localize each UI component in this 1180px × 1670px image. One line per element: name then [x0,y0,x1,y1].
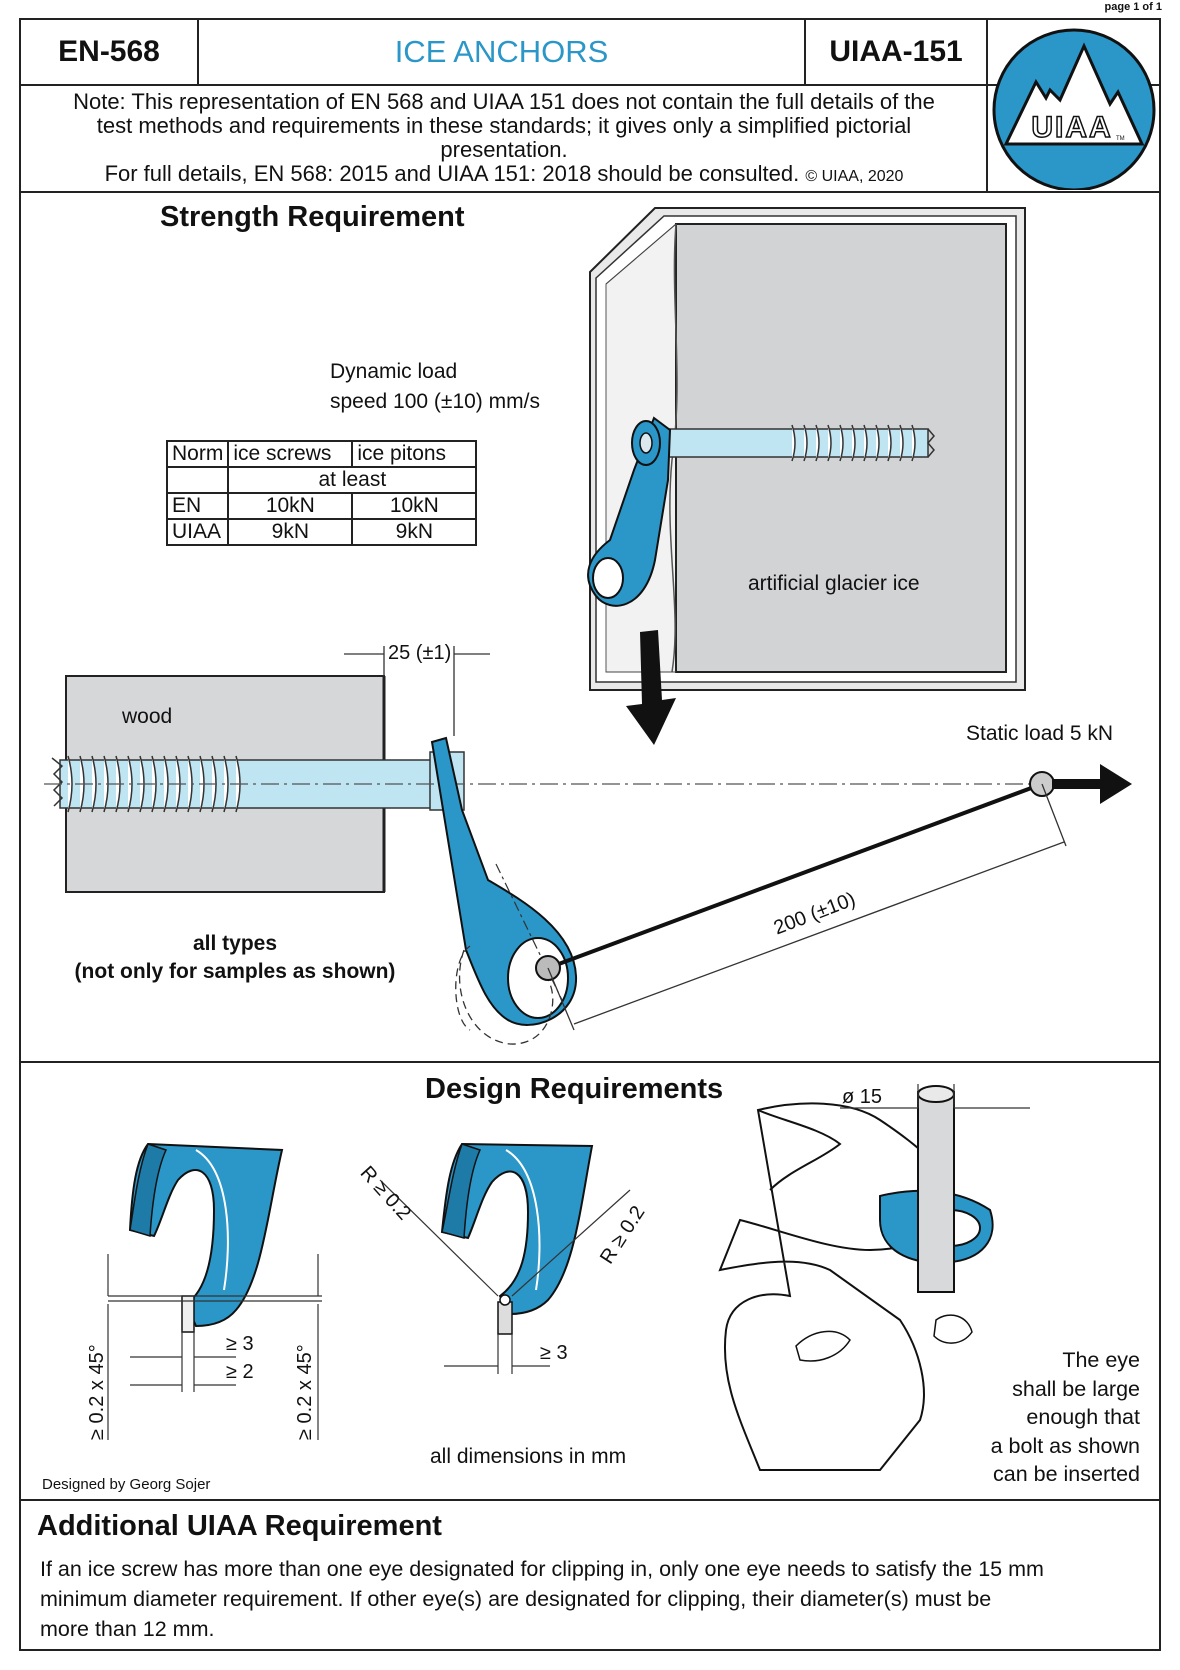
divider-v1 [197,18,199,85]
table-cell: 9kN [351,518,478,546]
note-block: Note: This representation of EN 568 and … [24,90,984,189]
header-left: EN-568 [58,35,160,68]
strength-heading: Strength Requirement [160,201,465,233]
dynamic-load-label: Dynamic load [330,360,458,383]
all-types-label: all types [192,932,278,955]
page-frame [19,18,1161,1651]
copyright: © UIAA, 2020 [805,168,904,185]
note-line-2: test methods and requirements in these s… [96,113,912,138]
eye-line: shall be large [1012,1376,1140,1401]
table-cell: 9kN [227,518,354,546]
uiaa-logo: UIAA TM [992,28,1156,190]
note-line-3: presentation. [440,137,568,162]
note-line-1: Note: This representation of EN 568 and … [73,89,935,114]
logo-text: UIAA [1031,111,1112,144]
table-header-pitons: ice pitons [351,440,478,468]
angle-right-label: ≥ 0.2 x 45° [294,1344,316,1440]
static-load-label: Static load 5 kN [966,722,1114,745]
table-cell: 10kN [351,492,478,520]
dim-15-label: ø 15 [842,1086,883,1108]
all-types-note: (not only for samples as shown) [74,960,396,983]
pick-tip-left [107,1142,322,1440]
additional-heading: Additional UIAA Requirement [37,1510,442,1542]
table-header-screws: ice screws [227,440,354,468]
dynamic-load-arrow [626,630,676,745]
ice-screw-wood [51,751,465,813]
ge3-label-middle: ≥ 3 [540,1342,568,1364]
all-dimensions-label: all dimensions in mm [430,1445,627,1468]
additional-line: If an ice screw has more than one eye de… [40,1557,1044,1581]
header-title: ICE ANCHORS [394,34,609,69]
ge3-label-left: ≥ 3 [226,1333,254,1355]
pick-tip-middle [379,1142,631,1374]
logo-tm: TM [1116,136,1125,142]
eye-line: The eye [1062,1348,1140,1372]
static-load-arrow [1052,764,1132,804]
strength-diagram [44,207,1132,1045]
header-right: UIAA-151 [829,35,963,68]
eye-requirement-text: The eye shall be large enough that a bol… [900,1346,1140,1489]
divider-v3 [986,18,988,192]
angle-left-label: ≥ 0.2 x 45° [86,1344,108,1440]
eye-line: enough that [1026,1405,1140,1429]
hand-and-bolt [718,1084,1030,1471]
table-row-norm: UIAA [165,518,230,546]
divider-header [19,84,1161,86]
table-row-norm: EN [165,492,230,520]
wood-label: wood [122,705,173,728]
additional-line: minimum diameter requirement. If other e… [40,1587,992,1611]
ge2-label: ≥ 2 [226,1361,254,1383]
designer-credit: Designed by Georg Sojer [42,1476,211,1493]
table-cell: 10kN [227,492,354,520]
design-heading: Design Requirements [425,1073,724,1105]
divider-v2 [804,18,806,85]
dim-25-lines [344,646,490,736]
page-number: page 1 of 1 [1104,1,1162,13]
eye-line: a bolt as shown [990,1433,1140,1458]
additional-line: more than 12 mm. [40,1617,215,1641]
dim-200-lines [547,783,1067,1031]
design-diagram [107,1084,1030,1471]
dim-25-label: 25 (±1) [388,642,452,664]
eye-line: can be inserted [992,1462,1140,1486]
divider-note [19,191,1161,193]
ice-screw-top [587,416,935,607]
strength-table: Norm ice screws ice pitons at least EN 1… [165,440,478,546]
ice-label: artificial glacier ice [748,572,920,595]
dynamic-load-speed: speed 100 (±10) mm/s [330,390,540,413]
table-header-norm: Norm [165,440,230,468]
note-line-4: For full details, EN 568: 2015 and UIAA … [104,161,800,186]
table-subheader: at least [227,466,478,494]
divider-strength [19,1061,1161,1063]
divider-design [19,1499,1161,1501]
additional-text: If an ice screw has more than one eye de… [40,1554,1150,1644]
